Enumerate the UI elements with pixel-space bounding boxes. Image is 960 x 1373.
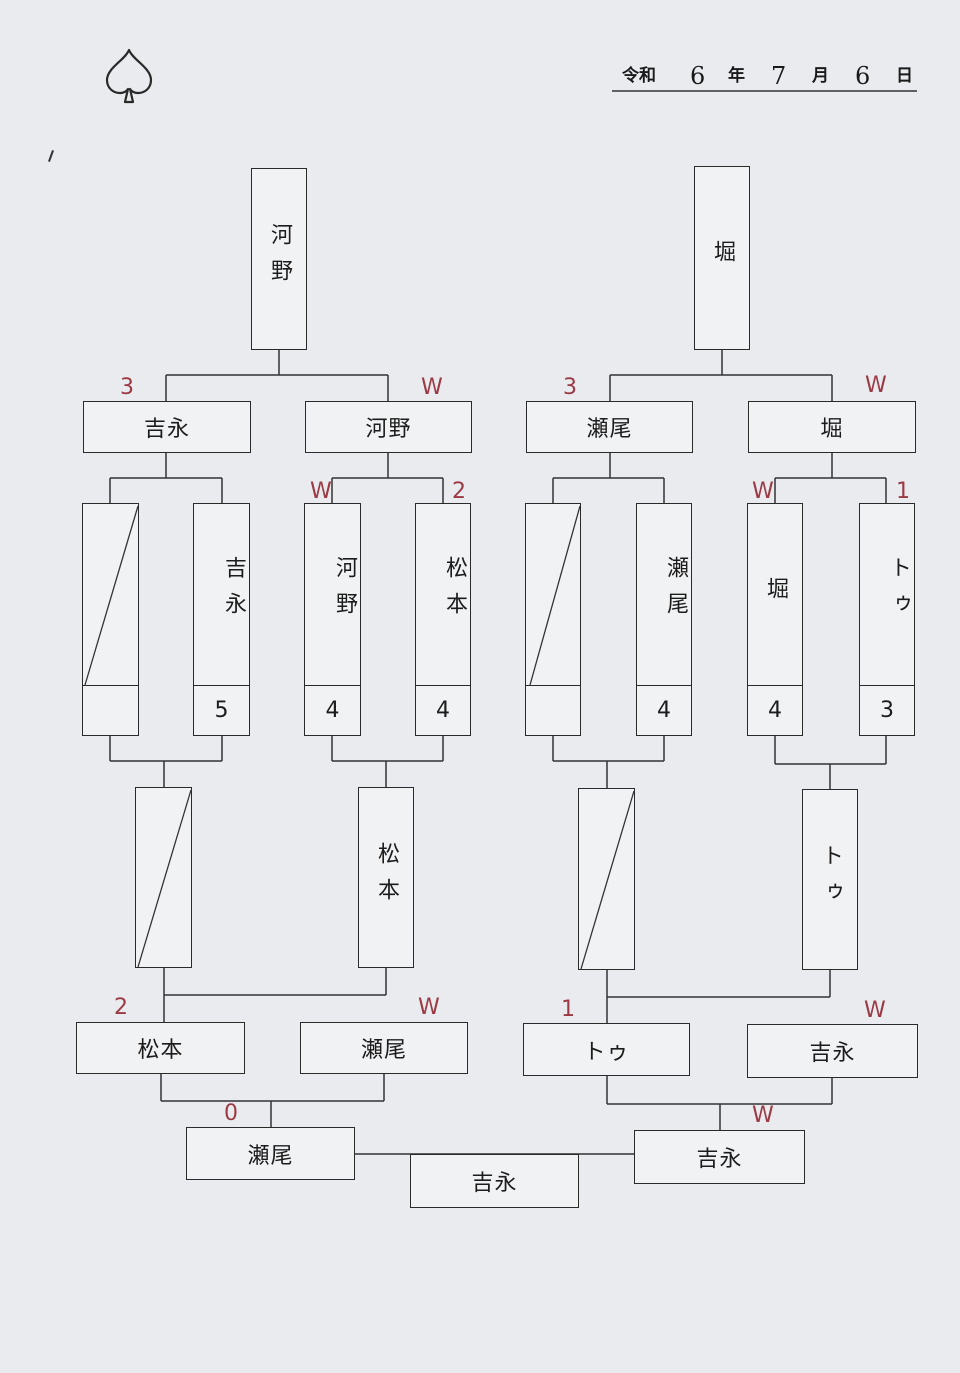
- left-r1-p1-box: [82, 503, 139, 736]
- right-semi-b-name: 堀: [820, 417, 844, 442]
- right-r1-p4-mark: 1: [896, 479, 910, 504]
- left-r1-p1-score: [83, 685, 138, 735]
- empty-slash: [84, 505, 139, 686]
- right-rep-b-name: トゥ: [818, 843, 843, 916]
- center-winner-box: 吉永: [410, 1154, 579, 1208]
- right-rep-b-box: トゥ: [802, 789, 858, 970]
- right-semi-b-mark: W: [865, 373, 887, 398]
- right-lower-b-box: 吉永: [747, 1024, 918, 1078]
- right-r1-p4-name: トゥ: [886, 556, 911, 628]
- date-day: 6: [855, 62, 871, 90]
- left-lower-a-box: 松本: [76, 1022, 245, 1074]
- left-r1-p4-name: 松本: [442, 556, 467, 628]
- left-rep-b-box: 松本: [358, 787, 414, 968]
- left-r1-p3-score: 4: [305, 685, 360, 735]
- right-final-box: 吉永: [634, 1130, 805, 1184]
- right-lower-a-mark: 1: [561, 997, 575, 1022]
- left-lower-a-name: 松本: [137, 1038, 184, 1063]
- right-lower-a-name: トゥ: [583, 1039, 630, 1065]
- left-r1-p4-box: 松本 4: [415, 503, 471, 736]
- right-r1-p3-mark: W: [752, 479, 774, 504]
- right-semi-a-name: 瀬尾: [586, 417, 633, 442]
- left-r1-p2-name: 吉永: [221, 556, 246, 628]
- right-r1-p3-name: 堀: [763, 576, 788, 613]
- right-r1-p3-score: 4: [748, 685, 802, 735]
- right-semi-a-mark: 3: [563, 375, 577, 400]
- left-r1-p2-box: 吉永 5: [193, 503, 250, 736]
- empty-slash: [529, 505, 581, 686]
- right-r1-p4-score: 3: [860, 685, 914, 735]
- date-header: 令和 6 年 7 月 6 日: [612, 62, 918, 90]
- left-r1-p3-name: 河野: [332, 556, 357, 628]
- left-rep-a-box: [135, 787, 192, 968]
- right-champion-name: 堀: [710, 240, 735, 276]
- center-winner-name: 吉永: [471, 1171, 518, 1196]
- left-semi-a-name: 吉永: [143, 417, 190, 442]
- right-r1-p2-box: 瀬尾 4: [636, 503, 692, 736]
- left-r1-p2-score: 5: [194, 685, 249, 735]
- date-month: 7: [771, 62, 787, 90]
- left-rep-b-name: 松本: [374, 841, 399, 914]
- date-era: 令和: [622, 66, 656, 86]
- left-r1-p4-mark: 2: [452, 479, 466, 504]
- date-month-unit: 月: [812, 66, 829, 86]
- right-champion-box: 堀: [694, 166, 750, 350]
- right-rep-a-box: [578, 788, 635, 970]
- right-semi-a-box: 瀬尾: [526, 401, 693, 453]
- left-semi-b-mark: W: [421, 375, 443, 400]
- right-semi-b-box: 堀: [748, 401, 916, 453]
- right-lower-b-mark: W: [864, 998, 886, 1023]
- left-final-box: 瀬尾: [186, 1127, 355, 1180]
- right-lower-b-name: 吉永: [809, 1041, 856, 1066]
- left-lower-b-name: 瀬尾: [360, 1038, 407, 1063]
- left-final-name: 瀬尾: [247, 1143, 294, 1169]
- empty-slash: [580, 790, 635, 970]
- right-r1-p1-score: [526, 685, 580, 735]
- left-champion-box: 河野: [251, 168, 307, 350]
- right-final-mark: W: [752, 1103, 774, 1128]
- right-final-name: 吉永: [696, 1147, 743, 1172]
- left-lower-a-mark: 2: [114, 995, 128, 1020]
- right-r1-p2-name: 瀬尾: [663, 556, 688, 628]
- left-champion-name: 河野: [267, 223, 292, 295]
- right-r1-p2-score: 4: [637, 685, 691, 735]
- right-lower-a-box: トゥ: [523, 1023, 690, 1076]
- spade-icon: [105, 48, 153, 104]
- left-r1-p4-score: 4: [416, 685, 470, 735]
- left-semi-b-name: 河野: [365, 417, 412, 442]
- date-year: 6: [690, 62, 706, 90]
- left-final-mark: 0: [224, 1101, 238, 1126]
- empty-slash: [137, 789, 192, 968]
- right-r1-p1-box: [525, 503, 581, 736]
- date-day-unit: 日: [896, 66, 913, 86]
- date-year-unit: 年: [728, 66, 745, 86]
- left-semi-a-box: 吉永: [83, 401, 251, 453]
- left-semi-b-box: 河野: [305, 401, 472, 453]
- right-r1-p4-box: トゥ 3: [859, 503, 915, 736]
- right-r1-p3-box: 堀 4: [747, 503, 803, 736]
- left-r1-p3-box: 河野 4: [304, 503, 361, 736]
- left-semi-a-mark: 3: [120, 375, 134, 400]
- left-lower-b-box: 瀬尾: [300, 1022, 468, 1074]
- left-r1-p3-mark: W: [310, 479, 332, 504]
- left-lower-b-mark: W: [418, 995, 440, 1020]
